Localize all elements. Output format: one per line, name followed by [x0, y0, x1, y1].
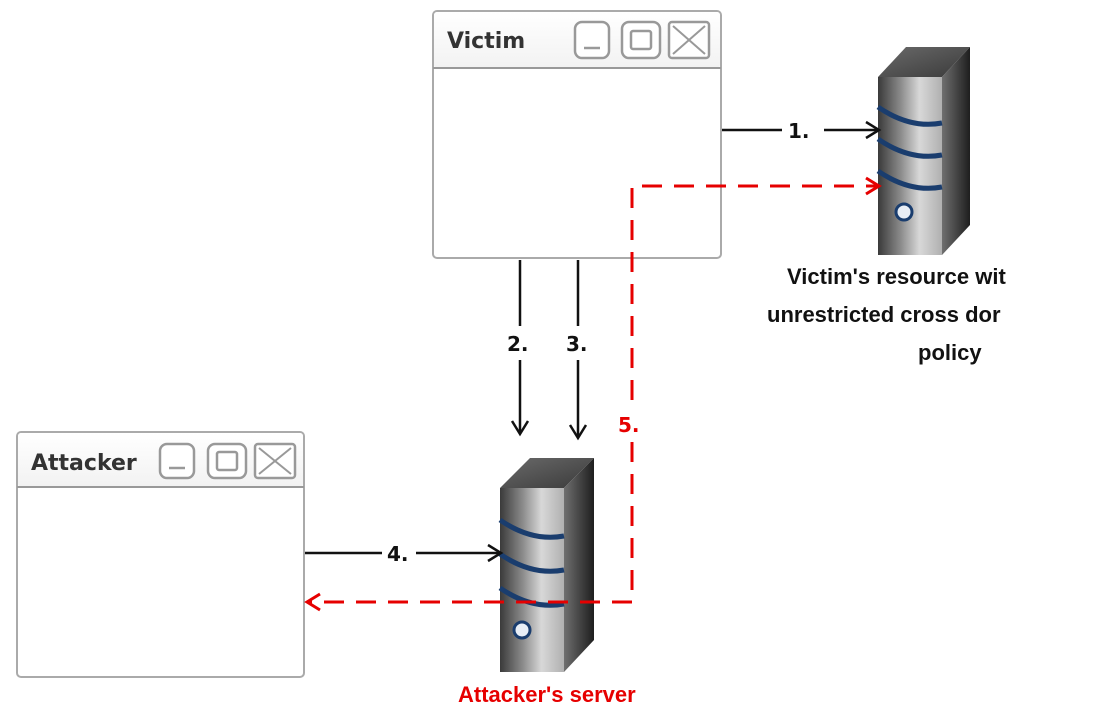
attacker-server-caption: Attacker's server: [458, 682, 636, 707]
step-4-label: 4.: [387, 542, 409, 566]
victim-window-title: Victim: [447, 29, 525, 54]
maximize-icon[interactable]: [206, 442, 248, 480]
maximize-icon[interactable]: [620, 20, 662, 60]
attacker-window-title: Attacker: [31, 451, 137, 476]
attacker-server-icon: [498, 458, 594, 672]
victim-resource-server-icon: [876, 47, 970, 255]
arrow-step-2: [510, 260, 530, 437]
victim-window: Victim: [432, 10, 722, 259]
arrow-step-5-heads: [304, 176, 882, 612]
arrow-step-4: [305, 543, 504, 563]
close-icon[interactable]: [253, 442, 297, 480]
close-icon[interactable]: [667, 20, 711, 60]
victim-resource-caption-line-1: Victim's resource wit: [787, 264, 1006, 289]
attacker-window: Attacker: [16, 431, 305, 678]
victim-resource-caption-line-3: policy: [918, 340, 982, 365]
victim-resource-caption-line-2: unrestricted cross dor: [767, 302, 1001, 327]
arrow-step-3: [568, 260, 588, 441]
arrow-step-1: [722, 120, 882, 140]
step-2-label: 2.: [507, 332, 529, 356]
arrow-step-5: [308, 184, 878, 604]
step-3-label: 3.: [566, 332, 588, 356]
minimize-icon[interactable]: [158, 442, 196, 480]
step-5-label: 5.: [618, 413, 640, 437]
minimize-icon[interactable]: [573, 20, 611, 60]
victim-resource-caption: Victim's resource wit unrestricted cross…: [767, 264, 1006, 365]
step-1-label: 1.: [788, 119, 810, 143]
